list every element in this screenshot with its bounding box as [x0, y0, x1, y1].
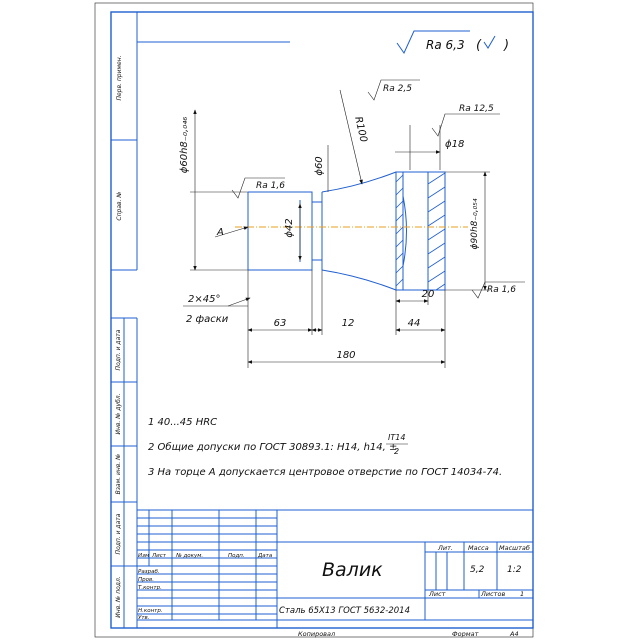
copied-label: Копировал: [298, 630, 335, 638]
side-strip: [111, 12, 138, 628]
roughness-left-diameter: Ra 1,6: [256, 181, 285, 191]
title-block-texts: Изм Лист № докум. Подп. Дата Разраб. Про…: [138, 544, 530, 638]
roughness-right-diameter: Ra 1,6: [487, 285, 516, 295]
sheets-value: 1: [520, 590, 524, 598]
note-2-fraction-num: IT14: [388, 433, 405, 442]
row-utv: Утв.: [138, 615, 150, 621]
section-hatching: [395, 172, 446, 291]
col-doc: № докум.: [175, 553, 203, 559]
roughness-radius: Ra 2,5: [383, 84, 412, 94]
row-nkontr: Н.контр.: [138, 608, 163, 614]
technical-notes: 1 40...45 HRC 2 Общие допуски по ГОСТ 30…: [148, 417, 502, 478]
open-paren: (: [476, 38, 482, 53]
col-list: Лист: [151, 553, 167, 559]
dim-d-right: ϕ90h8₋₀,₀₅₄: [470, 198, 480, 249]
note-2-fraction-den: 2: [394, 447, 399, 456]
side-label-inv-podl: Инв. № подл.: [115, 576, 122, 617]
dim-d-bore: ϕ42: [284, 218, 295, 237]
scale-value: 1:2: [507, 565, 522, 575]
dim-len-total: 180: [336, 350, 355, 361]
dim-d-left: ϕ60h8₋₀,₀₄₆: [179, 117, 190, 174]
row-tkontr: Т.контр.: [138, 585, 162, 591]
datum-a-label: A: [216, 227, 224, 238]
close-paren: ): [503, 38, 509, 53]
lit-label: Лит.: [437, 544, 453, 552]
chamfer-label: 2×45°: [188, 294, 220, 305]
sheet-label: Лист: [428, 590, 446, 598]
dim-radius: R100: [352, 116, 369, 144]
dim-len-12: 12: [342, 318, 355, 329]
mass-value: 5,2: [470, 565, 485, 575]
side-strip-labels: Перв. примен. Справ. № Подп. и дата Инв.…: [115, 55, 123, 617]
note-2: 2 Общие допуски по ГОСТ 30893.1: H14, h1…: [148, 441, 397, 453]
note-3: 3 На торце А допускается центровое отвер…: [148, 467, 502, 478]
dim-len-63: 63: [274, 318, 287, 329]
side-label-podp-data-2: Подп. и дата: [115, 513, 122, 554]
top-left-box: [136, 12, 290, 43]
side-label-vzam-inv: Взам. инв. №: [115, 454, 122, 495]
mass-label: Масса: [468, 544, 489, 552]
dimension-lines: [183, 89, 490, 368]
col-izm: Изм: [138, 553, 149, 559]
scale-label: Масштаб: [499, 544, 530, 552]
general-roughness: Ra 6,3 ( ): [396, 30, 509, 55]
side-label-inv-dubl: Инв. № дубл.: [115, 393, 122, 434]
roughness-right-face: Ra 12,5: [459, 104, 494, 114]
dimension-texts: ϕ60h8₋₀,₀₄₆ ϕ42 ϕ60 R100 ϕ18 ϕ90h8₋₀,₀₅₄…: [179, 116, 480, 361]
format-label: Формат: [452, 630, 479, 638]
dim-len-44: 44: [408, 318, 421, 329]
dim-d-mid: ϕ60: [314, 156, 325, 175]
sheets-label: Листов: [480, 590, 505, 598]
material: Сталь 65Х13 ГОСТ 5632-2014: [279, 606, 410, 616]
part-outline: [247, 171, 446, 291]
general-roughness-value: Ra 6,3: [426, 38, 465, 52]
title-block-grid: [136, 509, 534, 629]
note-1: 1 40...45 HRC: [148, 417, 217, 428]
chamfer-note: 2 фаски: [186, 314, 229, 325]
part-name: Валик: [322, 559, 383, 581]
side-label-perv-primen: Перв. примен.: [116, 55, 123, 100]
row-razrab: Разраб.: [138, 569, 160, 575]
col-date: Дата: [257, 553, 273, 559]
dim-len-20: 20: [422, 289, 435, 300]
row-prov: Пров.: [138, 577, 154, 583]
side-label-sprav: Справ. №: [116, 191, 123, 220]
format-value: А4: [509, 630, 519, 638]
dim-d-18: ϕ18: [445, 139, 464, 150]
check-mark-icon: [483, 35, 496, 49]
roughness-callouts: Ra 2,5 Ra 12,5 Ra 1,6 Ra 1,6: [231, 79, 525, 299]
col-sign: Подп.: [228, 553, 245, 559]
side-label-podp-data-1: Подп. и дата: [115, 329, 122, 370]
